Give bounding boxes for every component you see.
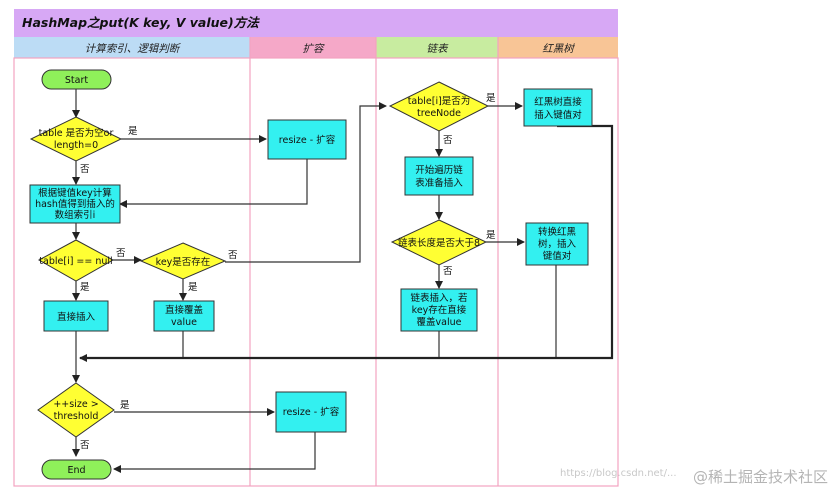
svg-text:treeNode: treeNode [417, 108, 461, 119]
svg-text:表准备插入: 表准备插入 [415, 177, 463, 189]
svg-text:++size >: ++size > [53, 399, 98, 410]
lane-label-list: 链表 [427, 43, 449, 55]
svg-text:threshold: threshold [54, 411, 99, 422]
edge-label-no: 否 [443, 135, 453, 146]
edge-label-yes: 是 [128, 126, 138, 137]
svg-text:开始遍历链: 开始遍历链 [415, 164, 463, 176]
svg-text:直接插入: 直接插入 [57, 311, 96, 323]
svg-text:length=0: length=0 [54, 140, 98, 151]
svg-text:key存在直接: key存在直接 [412, 304, 467, 316]
lane-label-main: 计算索引、逻辑判断 [85, 43, 182, 55]
decision-slot-null: table[i] == null [37, 239, 115, 282]
svg-text:链表长度是否大于8: 链表长度是否大于8 [398, 237, 480, 249]
decision-table-empty: table 是否为空or length=0 [29, 116, 123, 162]
svg-text:End: End [67, 465, 85, 476]
rbtree-insert-box: 红黑树直接 插入键值对 [523, 88, 593, 127]
calc-index-box: 根据键值key计算 hash值得到插入的 数组索引i [29, 184, 121, 224]
edge-label-yes: 是 [486, 230, 496, 241]
decision-list-length: 链表长度是否大于8 [390, 219, 488, 266]
svg-text:数组索引i: 数组索引i [55, 209, 96, 221]
lane-label-resize: 扩容 [303, 43, 325, 55]
svg-text:value: value [171, 317, 197, 328]
edge-label-yes: 是 [486, 93, 496, 104]
svg-text:链表插入，若: 链表插入，若 [410, 292, 467, 304]
decision-key-exists: key是否存在 [139, 242, 227, 280]
svg-text:转换红黑: 转换红黑 [538, 226, 577, 238]
edge-label-no: 否 [80, 440, 90, 451]
start-node: Start [41, 69, 112, 90]
edge-labels: 是 否 否 是 是 否 是 否 是 否 是 否 [80, 93, 496, 451]
lane-borders [13, 37, 619, 487]
page-title: HashMap之put(K key, V value)方法 [22, 15, 260, 30]
decision-tree-node: table[i]是否为 treeNode [388, 81, 490, 132]
edge-label-no: 否 [116, 248, 126, 259]
edge-label-yes: 是 [80, 282, 90, 293]
svg-text:红黑树直接: 红黑树直接 [534, 96, 582, 108]
svg-text:Start: Start [65, 75, 88, 86]
svg-text:键值对: 键值对 [543, 250, 572, 262]
traverse-list-box: 开始遍历链 表准备插入 [404, 156, 474, 196]
lane-header-rbtree [498, 37, 618, 58]
svg-text:覆盖value: 覆盖value [417, 316, 462, 328]
convert-rbtree-box: 转换红黑 树，插入 键值对 [525, 222, 589, 266]
edge-label-no: 否 [443, 266, 453, 277]
end-node: End [41, 459, 112, 480]
overwrite-value-box: 直接覆盖 value [153, 300, 215, 332]
edge-label-no: 否 [228, 250, 238, 261]
lane-header-list [376, 37, 498, 58]
lane-header-main [14, 37, 250, 58]
list-insert-box: 链表插入，若 key存在直接 覆盖value [400, 288, 478, 332]
edge-label-yes: 是 [188, 282, 198, 293]
svg-text:树，插入: 树，插入 [538, 238, 577, 250]
decision-size-threshold: ++size > threshold [37, 382, 115, 438]
svg-text:直接覆盖: 直接覆盖 [165, 304, 204, 316]
svg-text:hash值得到插入的: hash值得到插入的 [35, 198, 115, 210]
resize-box-1: resize - 扩容 [267, 119, 347, 160]
svg-text:key是否存在: key是否存在 [156, 256, 211, 268]
svg-text:插入键值对: 插入键值对 [534, 109, 582, 121]
watermark-url: https://blog.csdn.net/... [560, 468, 677, 479]
edge-label-yes: 是 [120, 400, 130, 411]
svg-text:table[i] == null: table[i] == null [39, 256, 112, 267]
svg-text:resize - 扩容: resize - 扩容 [283, 406, 340, 418]
title-bar [14, 9, 618, 37]
svg-text:table[i]是否为: table[i]是否为 [408, 95, 471, 107]
watermark-community: @稀土掘金技术社区 [693, 468, 828, 486]
svg-text:根据键值key计算: 根据键值key计算 [38, 187, 112, 199]
resize-box-2: resize - 扩容 [275, 391, 347, 433]
lane-label-rbtree: 红黑树 [542, 43, 575, 55]
edge-label-no: 否 [80, 164, 90, 175]
lane-header-resize [250, 37, 376, 58]
svg-text:resize - 扩容: resize - 扩容 [279, 134, 336, 146]
direct-insert-box: 直接插入 [43, 300, 109, 332]
svg-text:table 是否为空or: table 是否为空or [39, 127, 114, 139]
